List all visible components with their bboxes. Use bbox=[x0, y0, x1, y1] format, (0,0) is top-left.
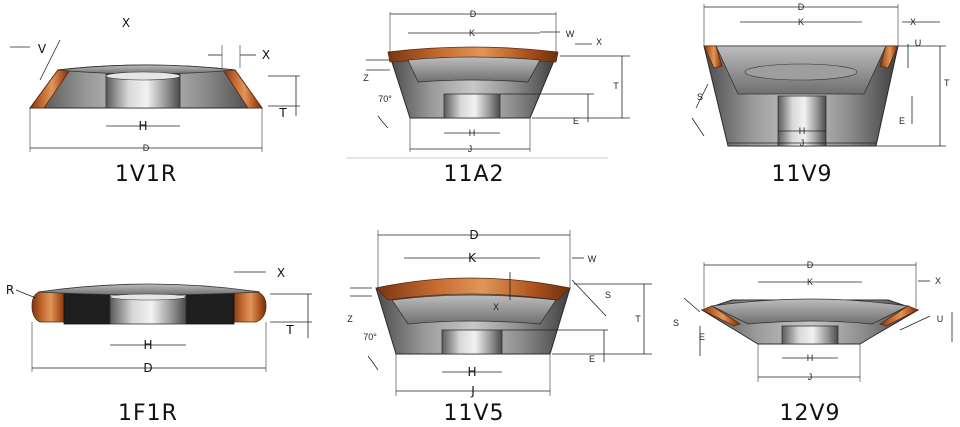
label-h: H bbox=[799, 126, 806, 136]
label-j: J bbox=[468, 144, 473, 154]
label-s: S bbox=[697, 92, 703, 102]
diagram-11v5: D K W S X Z 70° T E H J 11V5 bbox=[347, 228, 652, 426]
label-u: U bbox=[937, 314, 944, 324]
label-t: T bbox=[278, 106, 287, 120]
angle-arc bbox=[367, 355, 379, 371]
label-k: K bbox=[469, 28, 475, 38]
label-j: J bbox=[800, 138, 805, 148]
label-t: T bbox=[613, 81, 619, 91]
bond-rim-right bbox=[879, 305, 919, 327]
label-angle: 70° bbox=[378, 94, 392, 104]
caption-1v1r: 1V1R bbox=[115, 162, 177, 187]
bore-top-edge bbox=[109, 293, 187, 301]
s-ref-line bbox=[695, 83, 709, 109]
label-r: R bbox=[6, 283, 14, 297]
label-x-side: X bbox=[262, 48, 270, 62]
s-ref-line bbox=[683, 297, 701, 313]
inner-ring bbox=[744, 63, 858, 81]
bond-rim-right bbox=[879, 45, 899, 69]
diagram-12v9: D K X S U E H J 12V9 bbox=[673, 260, 953, 426]
label-d: D bbox=[807, 260, 814, 270]
top-face bbox=[57, 64, 236, 75]
bond-rim-right bbox=[231, 291, 267, 323]
caption-11a2: 11A2 bbox=[443, 162, 504, 187]
angle-arc bbox=[377, 115, 389, 129]
label-x: X bbox=[596, 37, 602, 47]
label-angle: 70° bbox=[363, 332, 377, 342]
label-j: J bbox=[808, 372, 813, 382]
caption-11v5: 11V5 bbox=[443, 401, 504, 426]
label-t: T bbox=[285, 323, 294, 337]
label-h: H bbox=[469, 128, 476, 138]
label-h: H bbox=[807, 353, 814, 363]
u-leader bbox=[899, 315, 931, 331]
label-d: D bbox=[798, 2, 805, 12]
label-d: D bbox=[143, 143, 150, 153]
label-k: K bbox=[807, 277, 813, 287]
bond-rim-left bbox=[701, 305, 741, 327]
label-k: K bbox=[468, 251, 477, 265]
label-x: X bbox=[277, 266, 285, 280]
diagram-1v1r: D H T X V X 1V1R bbox=[10, 16, 300, 187]
top-face bbox=[710, 298, 910, 325]
label-h: H bbox=[143, 338, 152, 352]
bond-rim-left bbox=[31, 291, 67, 323]
core-right bbox=[185, 291, 235, 325]
top-face bbox=[37, 283, 261, 296]
label-t: T bbox=[635, 314, 641, 324]
label-w: W bbox=[588, 254, 597, 264]
label-z: Z bbox=[347, 314, 353, 324]
label-x-top: X bbox=[122, 16, 130, 30]
top-face bbox=[407, 56, 541, 83]
bore bbox=[777, 95, 827, 147]
bore bbox=[781, 325, 839, 345]
diagram-11v9: D K X T U E S H J 11V9 bbox=[691, 2, 950, 187]
label-e: E bbox=[899, 116, 905, 126]
label-d: D bbox=[469, 228, 478, 242]
caption-11v9: 11V9 bbox=[771, 162, 832, 187]
label-x: X bbox=[493, 302, 499, 312]
bore bbox=[109, 295, 187, 325]
bond-rim-left bbox=[703, 45, 723, 69]
caption-12v9: 12V9 bbox=[779, 401, 840, 426]
s-arc bbox=[691, 117, 705, 137]
s-ref-line bbox=[571, 279, 607, 317]
label-e: E bbox=[589, 354, 595, 364]
diagram-11a2: D K W X T E Z 70° H J 11A2 bbox=[346, 9, 630, 187]
label-d: D bbox=[143, 361, 152, 375]
inner-face bbox=[391, 294, 557, 325]
label-j: J bbox=[470, 384, 475, 398]
label-h: H bbox=[138, 119, 147, 133]
v-ref-line bbox=[39, 39, 61, 81]
label-e: E bbox=[699, 332, 705, 342]
label-z: Z bbox=[363, 73, 369, 83]
bond-rim bbox=[375, 277, 571, 301]
label-e: E bbox=[573, 116, 579, 126]
bore bbox=[443, 93, 501, 119]
label-d: D bbox=[470, 9, 477, 19]
diagram-1f1r: R X T H D 1F1R bbox=[6, 266, 312, 426]
label-s: S bbox=[605, 290, 611, 300]
label-u: U bbox=[915, 38, 922, 48]
core-left bbox=[63, 291, 111, 325]
label-v: V bbox=[38, 42, 47, 56]
label-s: S bbox=[673, 318, 679, 328]
bore bbox=[105, 73, 181, 109]
label-w: W bbox=[566, 29, 575, 39]
r-leader bbox=[15, 289, 37, 299]
caption-1f1r: 1F1R bbox=[118, 401, 178, 426]
bore bbox=[441, 329, 503, 355]
label-k: K bbox=[798, 17, 804, 27]
label-t: T bbox=[944, 78, 950, 88]
label-h: H bbox=[467, 365, 476, 379]
label-x: X bbox=[935, 276, 941, 286]
bore-top-edge bbox=[105, 71, 181, 81]
label-x: X bbox=[910, 17, 916, 27]
